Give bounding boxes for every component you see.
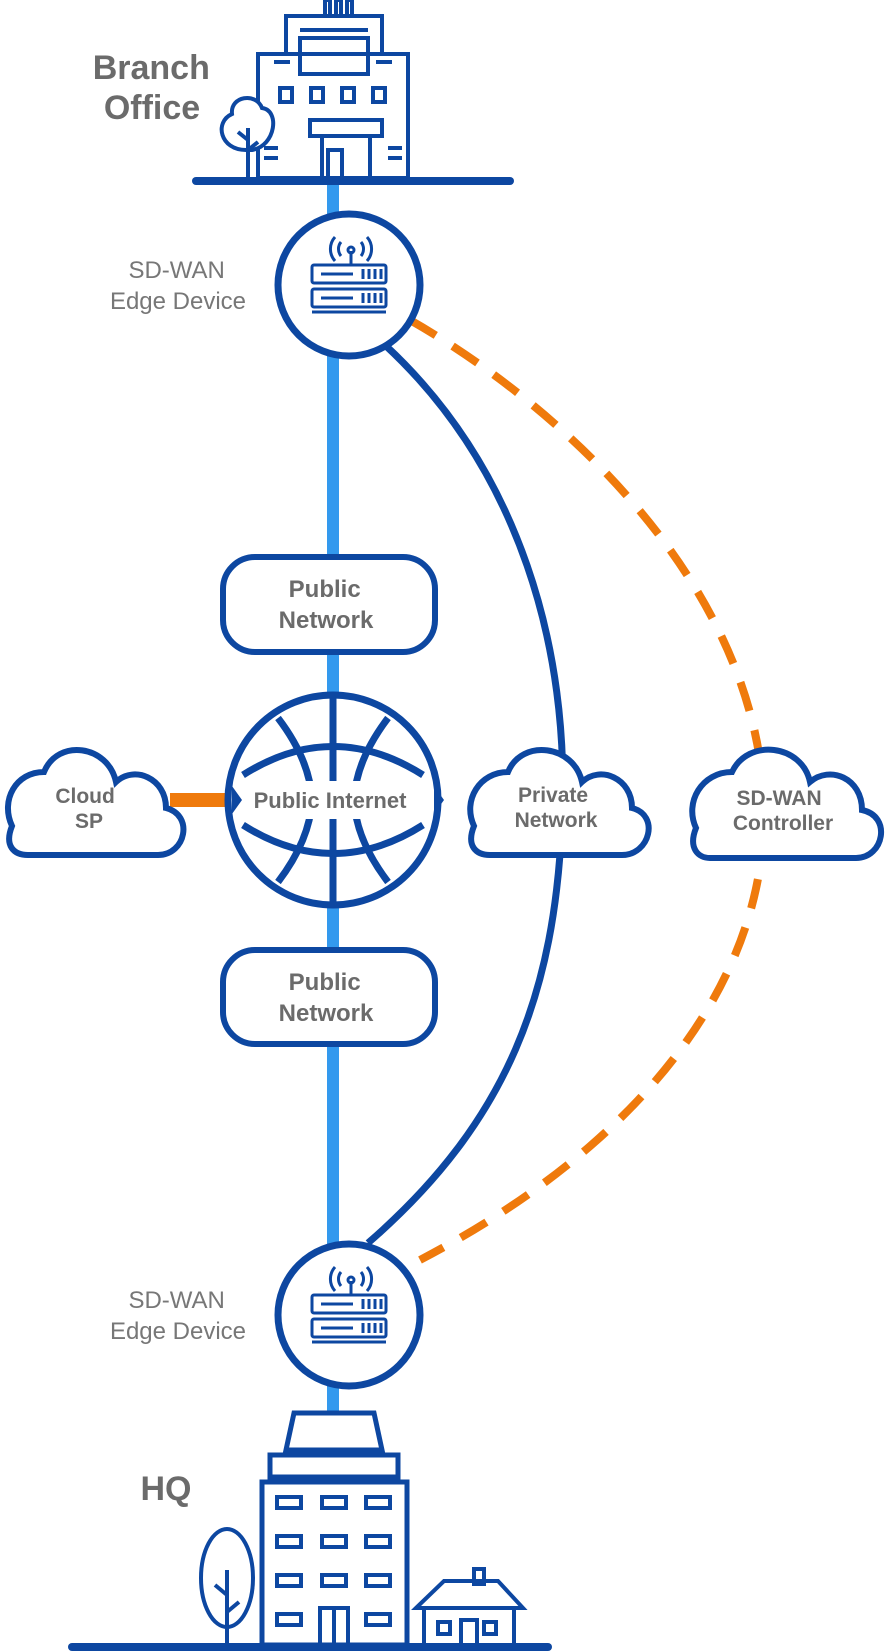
house-icon [411,1567,528,1647]
edge-device-bottom-node [274,1240,424,1390]
controller-dashed-link [408,316,768,1264]
svg-text:Public Network: Public Network [279,969,374,1027]
svg-text:Cloud SP: Cloud SP [55,785,120,833]
edge-device-top-node [274,210,424,360]
hq-tree-icon [199,1527,255,1645]
router-icon [310,1266,388,1344]
router-icon [310,236,388,314]
edge-device-bottom-label: SD-WAN Edge Device [110,1287,246,1345]
public-network-bottom-box: Public Network [220,947,438,1047]
public-network-top-box: Public Network [220,554,438,655]
sdwan-controller-cloud-icon: SD-WAN Controller [689,746,885,861]
svg-text:Private Network: Private Network [515,784,598,832]
hq-label: HQ [141,1470,192,1508]
branch-office-label: Branch Office [93,49,220,127]
globe-arrow-right [434,786,444,814]
edge-device-top-label: SD-WAN Edge Device [110,257,246,315]
svg-text:Public Network: Public Network [279,576,374,634]
globe-arrow-left [232,786,242,814]
branch-office-building-icon [192,0,514,185]
public-internet-label-bg [246,781,428,819]
private-network-cloud-icon: Private Network [467,747,652,858]
public-internet-label: Public Internet [254,788,407,813]
cloud-sp-cloud-icon: Cloud SP [5,747,187,858]
tree-icon [219,96,276,178]
hq-building-icon [68,1410,552,1651]
svg-text:SD-WAN Controller: SD-WAN Controller [733,787,833,835]
